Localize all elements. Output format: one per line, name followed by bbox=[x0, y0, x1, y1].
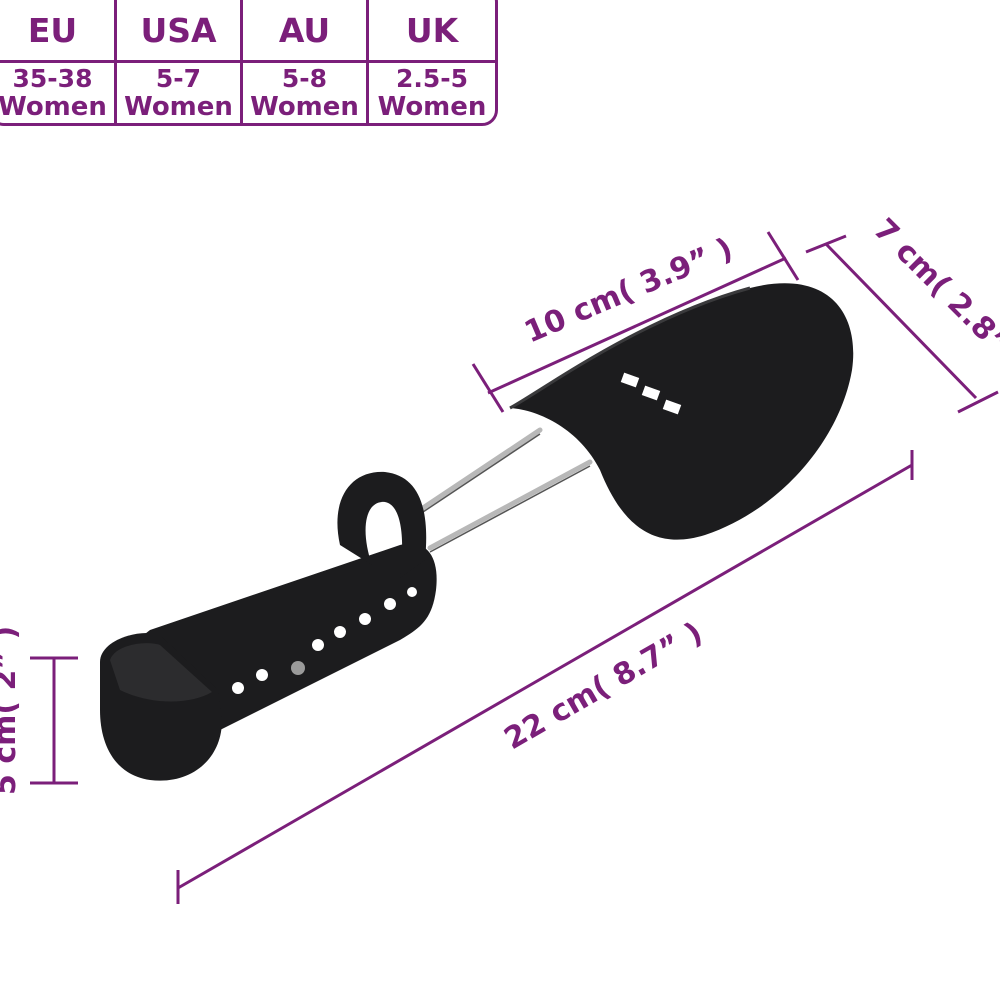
size-header-uk: UK bbox=[369, 0, 495, 63]
toe-height-tick-top bbox=[805, 234, 847, 254]
toe-width-tick-left bbox=[471, 363, 505, 413]
size-chart-table: EU USA AU UK 35-38 Women 5-7 Women 5-8 W… bbox=[0, 0, 498, 126]
size-cell-usa: 5-7 Women bbox=[117, 63, 243, 123]
length-line bbox=[177, 463, 913, 890]
size-header-au: AU bbox=[243, 0, 369, 63]
handle-ring bbox=[337, 471, 427, 578]
adjustment-pin bbox=[291, 661, 305, 675]
size-cell-au: 5-8 Women bbox=[243, 63, 369, 123]
size-header-usa: USA bbox=[117, 0, 243, 63]
size-gender-eu: Women bbox=[0, 92, 107, 122]
size-value-uk: 2.5-5 bbox=[395, 64, 469, 93]
toe-piece bbox=[510, 283, 854, 540]
size-cell-eu: 35-38 Women bbox=[0, 63, 117, 123]
toe-width-line bbox=[487, 256, 787, 395]
metal-rods bbox=[417, 427, 593, 551]
size-gender-uk: Women bbox=[377, 92, 487, 122]
size-gender-usa: Women bbox=[124, 92, 233, 122]
size-value-au: 5-8 bbox=[281, 64, 328, 93]
size-header-eu: EU bbox=[0, 0, 117, 63]
size-value-eu: 35-38 bbox=[12, 64, 93, 93]
dimension-lines bbox=[30, 231, 999, 904]
shoe-stretcher-illustration bbox=[100, 283, 854, 781]
size-gender-au: Women bbox=[250, 92, 359, 122]
toe-height-tick-bottom bbox=[957, 390, 999, 414]
size-value-usa: 5-7 bbox=[155, 64, 202, 93]
adjustment-holes bbox=[232, 587, 417, 694]
toe-vent-holes bbox=[620, 372, 682, 415]
toe-height-line bbox=[824, 242, 978, 400]
heel-height-label: 5 cm( 2” ) bbox=[0, 626, 23, 795]
toe-width-tick-right bbox=[766, 231, 800, 281]
size-cell-uk: 2.5-5 Women bbox=[369, 63, 495, 123]
